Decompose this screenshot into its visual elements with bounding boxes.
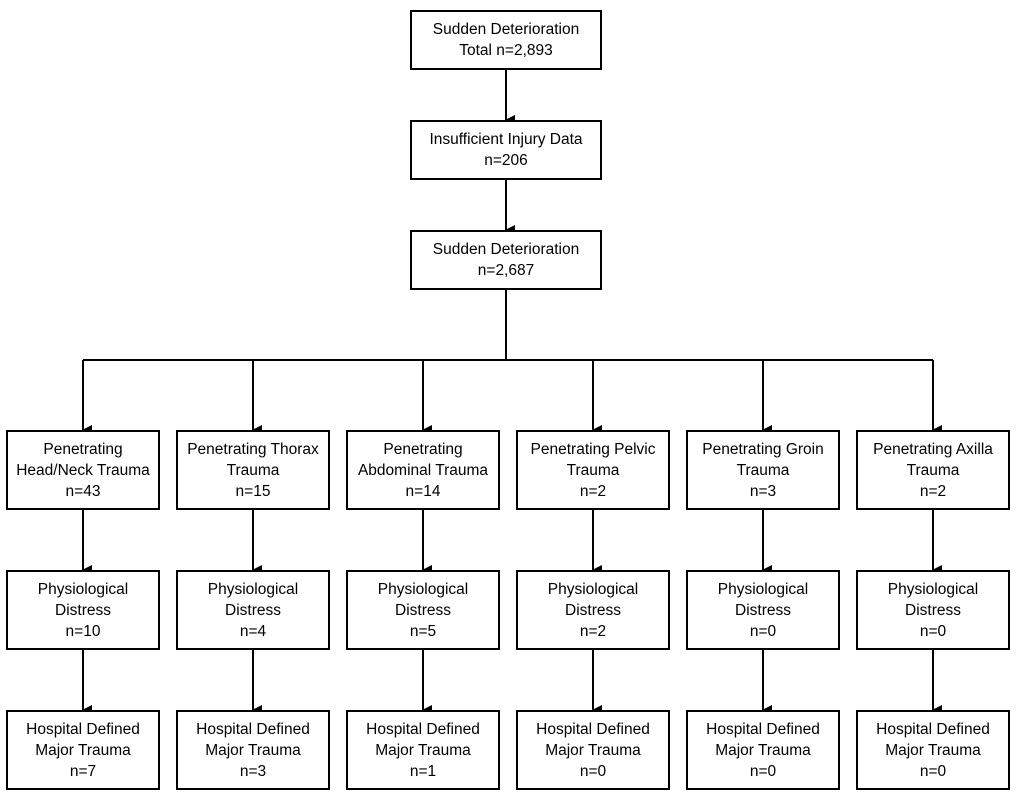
box-text-line: Physiological — [37, 580, 129, 598]
box-text-line: n=0 — [749, 762, 777, 780]
box-text-line: Distress — [735, 601, 791, 619]
box-text-line: Trauma — [906, 461, 960, 479]
box-text-line: Insufficient Injury Data — [429, 131, 583, 148]
box-text-line: Distress — [565, 601, 621, 619]
box-text-line: n=2 — [579, 622, 607, 640]
box-text-line: n=2 — [919, 482, 947, 500]
box-text-line: Physiological — [887, 580, 979, 598]
box-text-line: n=14 — [405, 482, 441, 500]
box-text-line: n=0 — [919, 622, 947, 640]
box-text-line: Sudden Deterioration — [432, 21, 580, 38]
box-text-line: Major Trauma — [545, 741, 641, 759]
box-text-line: Physiological — [547, 580, 639, 598]
box-text-line: n=4 — [239, 622, 267, 640]
box-text-line: Sudden Deterioration — [432, 241, 580, 258]
box-text-line: Hospital Defined — [706, 720, 820, 738]
box-text-line: Penetrating — [43, 440, 123, 458]
box-text-line: Distress — [55, 601, 111, 619]
box-text-line: n=3 — [749, 482, 777, 500]
box-text-line: Major Trauma — [35, 741, 131, 759]
box-text-line: Penetrating Groin — [702, 440, 824, 458]
box-text-line: Hospital Defined — [536, 720, 650, 738]
box-text-line: Major Trauma — [375, 741, 471, 759]
box-text-line: n=7 — [69, 762, 97, 780]
box-text-line: n=0 — [749, 622, 777, 640]
box-text-line: n=2 — [579, 482, 607, 500]
box-text-line: Penetrating Thorax — [187, 440, 319, 458]
box-text-line: Penetrating — [383, 440, 463, 458]
box-text-line: Hospital Defined — [366, 720, 480, 738]
deterioration-box: Sudden Deterioration n=2,687 — [410, 230, 602, 290]
box-text-line: Hospital Defined — [26, 720, 140, 738]
box-text-line: Physiological — [207, 580, 299, 598]
box-text-line: Hospital Defined — [876, 720, 990, 738]
box-text-line: n=206 — [484, 152, 528, 169]
box-text-line: Abdominal Trauma — [357, 461, 489, 479]
box-text-line: Physiological — [377, 580, 469, 598]
box-text-line: n=0 — [579, 762, 607, 780]
insufficient-data-box: Insufficient Injury Data n=206 — [410, 120, 602, 180]
box-text-line: n=15 — [235, 482, 271, 500]
box-text-line: Distress — [225, 601, 281, 619]
box-text-line: Trauma — [226, 461, 280, 479]
box-text-line: n=5 — [409, 622, 437, 640]
box-text-line: n=0 — [919, 762, 947, 780]
box-text-line: Penetrating Pelvic — [530, 440, 656, 458]
box-text-line: n=10 — [65, 622, 101, 640]
box-text-line: n=3 — [239, 762, 267, 780]
box-text-line: Trauma — [736, 461, 790, 479]
box-text-line: n=2,687 — [477, 262, 535, 279]
box-text-line: Distress — [905, 601, 961, 619]
box-text-line: Hospital Defined — [196, 720, 310, 738]
box-text-line: Head/Neck Trauma — [16, 461, 150, 479]
box-text-line: Distress — [395, 601, 451, 619]
box-text-line: Major Trauma — [205, 741, 301, 759]
box-text-line: Physiological — [717, 580, 809, 598]
box-text-line: Trauma — [566, 461, 620, 479]
box-text-line: Penetrating Axilla — [873, 440, 993, 458]
box-text-line: Total n=2,893 — [459, 42, 553, 59]
box-text-line: Major Trauma — [885, 741, 981, 759]
box-text-line: n=43 — [65, 482, 101, 500]
box-text-line: Major Trauma — [715, 741, 811, 759]
box-text-line: n=1 — [409, 762, 437, 780]
